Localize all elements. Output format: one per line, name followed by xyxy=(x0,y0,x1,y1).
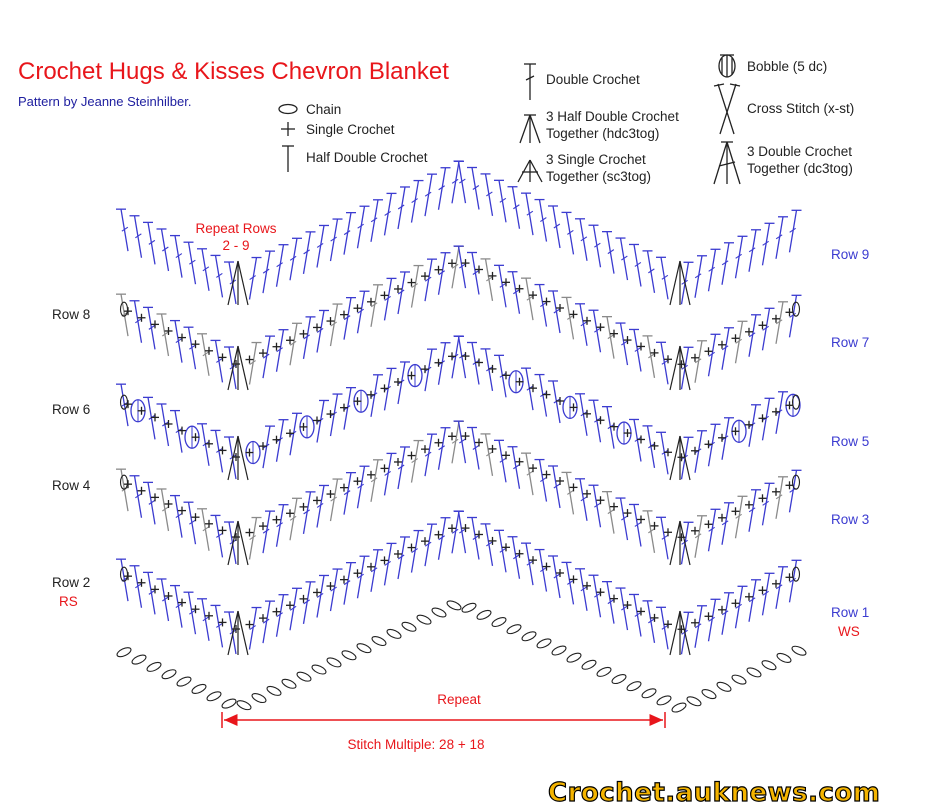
cross-stitch-icon xyxy=(713,83,741,135)
stitch-row-8 xyxy=(119,259,801,369)
legend-sc-label: Single Crochet xyxy=(306,122,395,137)
hdc3tog-icon xyxy=(519,114,541,144)
legend-hdc3tog-label-1: 3 Half Double Crochet xyxy=(546,109,679,124)
pattern-author: Pattern by Jeanne Steinhilber. xyxy=(18,94,192,109)
row-label-4: Row 4 xyxy=(52,478,91,493)
row-label-8: Row 8 xyxy=(52,307,91,322)
legend-bobble-label: Bobble (5 dc) xyxy=(747,59,828,74)
legend-hdc-label: Half Double Crochet xyxy=(306,150,428,165)
repeat-rows-label: Repeat Rows xyxy=(195,221,277,236)
legend-chain-label: Chain xyxy=(306,102,342,117)
half-double-crochet-icon xyxy=(282,145,294,172)
row-label-6: Row 6 xyxy=(52,402,91,417)
stitch-row-6 xyxy=(119,352,801,462)
sc3tog-icon xyxy=(517,159,543,183)
legend-xst-label: Cross Stitch (x-st) xyxy=(747,101,855,116)
rs-label: RS xyxy=(59,594,78,609)
pattern-title: Crochet Hugs & Kisses Chevron Blanket xyxy=(18,58,449,85)
repeat-rows-range: 2 - 9 xyxy=(222,238,250,253)
bobble-icon xyxy=(718,54,736,78)
repeat-arrow xyxy=(221,712,666,728)
double-crochet-icon xyxy=(524,63,536,100)
legend-dc3tog-label-1: 3 Double Crochet xyxy=(747,144,853,159)
stitch-row-3 xyxy=(116,420,802,566)
legend-dc-label: Double Crochet xyxy=(546,72,640,87)
legend-sc3tog-label-2: Together (sc3tog) xyxy=(546,169,652,184)
repeat-label: Repeat xyxy=(437,692,481,707)
stitch-row-1 xyxy=(116,510,802,656)
row-label-1: Row 1 xyxy=(831,605,870,620)
chain-icon xyxy=(278,103,298,115)
row-label-9: Row 9 xyxy=(831,247,870,262)
dc3tog-icon xyxy=(713,141,741,185)
ws-label: WS xyxy=(838,624,860,639)
legend-hdc3tog-label-2: Together (hdc3tog) xyxy=(546,126,660,141)
site-watermark: Crochet.auknews.com xyxy=(547,777,881,808)
stitch-multiple-label: Stitch Multiple: 28 + 18 xyxy=(347,737,485,752)
foundation-chain xyxy=(116,600,807,713)
legend-symbols xyxy=(278,54,741,185)
row-label-7: Row 7 xyxy=(831,335,870,350)
legend-dc3tog-label-2: Together (dc3tog) xyxy=(747,161,853,176)
stitch-rows xyxy=(116,160,807,713)
row-label-2: Row 2 xyxy=(52,575,91,590)
stitch-row-7 xyxy=(116,245,802,391)
single-crochet-icon xyxy=(281,122,295,136)
row-label-5: Row 5 xyxy=(831,434,870,449)
legend-sc3tog-label-1: 3 Single Crochet xyxy=(546,152,646,167)
stitch-row-2 xyxy=(119,524,801,634)
stitch-row-9 xyxy=(116,160,802,306)
row-label-3: Row 3 xyxy=(831,512,870,527)
stitch-row-4 xyxy=(119,432,801,542)
